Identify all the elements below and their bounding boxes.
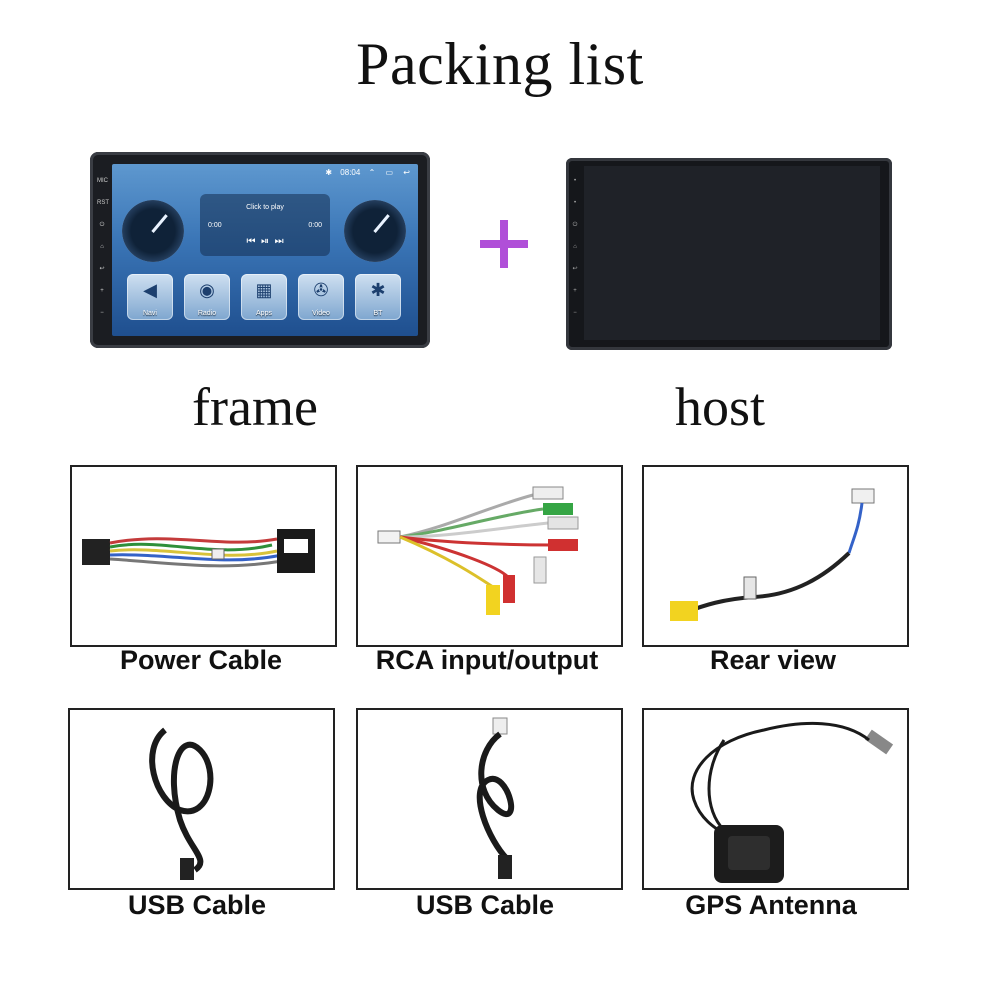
frame-label: frame: [192, 377, 318, 437]
gps-antenna-icon: [690, 722, 894, 883]
usb-cable-icon: [149, 727, 214, 880]
rca-cable-image: [356, 465, 623, 647]
usb-cable-icon: [476, 717, 515, 879]
item-label-rca: RCA input/output: [375, 645, 599, 675]
host-device-image: ••⏻⌂↩+−: [566, 158, 892, 350]
player-prompt: Click to play: [246, 204, 284, 211]
player-time-left: 0:00: [208, 222, 222, 229]
app-label: Apps: [256, 310, 272, 317]
power-cable-harness-icon: [82, 529, 315, 573]
gps-antenna-image: [642, 708, 909, 890]
app-label: BT: [373, 310, 383, 317]
usb-cable-image-2: [356, 708, 623, 890]
next-icon: ⏭: [274, 236, 284, 247]
rear-view-camera-cable-icon: [670, 488, 875, 621]
player-time-right: 0:00: [308, 222, 322, 229]
volume-up-icon: +: [100, 288, 104, 294]
status-bar: ✱ 08:04 ⌃ ▭ ↩: [325, 168, 410, 177]
item-label-rear-view: Rear view: [709, 645, 837, 675]
power-cable-image: [70, 465, 337, 647]
navigation-icon: ◀: [143, 280, 157, 300]
recent-apps-icon: ▭: [385, 168, 394, 177]
bluetooth-status-icon: ✱: [325, 168, 333, 177]
app-label: Navi: [142, 310, 157, 317]
host-screen: [584, 166, 880, 340]
app-apps: ▦ Apps: [241, 274, 287, 320]
apps-grid-icon: ▦: [255, 280, 273, 300]
app-label: Radio: [197, 310, 217, 317]
play-icon: ⏯: [261, 236, 269, 247]
clock-gauge-icon: [344, 200, 406, 262]
frame-device-image: MIC RST ⏻ ⌂ ↩ + − ✱ 08:04 ⌃ ▭ ↩ Click to…: [90, 152, 430, 348]
power-icon: ⏻: [99, 222, 105, 228]
frame-screen: ✱ 08:04 ⌃ ▭ ↩ Click to play 0:00 0:00 ⏮ …: [112, 164, 418, 336]
mic-label: MIC: [97, 178, 108, 184]
app-navi: ◀ Navi: [127, 274, 173, 320]
back-icon: ↩: [99, 266, 105, 272]
back-nav-icon: ↩: [403, 168, 410, 177]
app-label: Video: [312, 310, 330, 317]
host-label: host: [674, 377, 766, 437]
item-label-usb-2: USB Cable: [415, 890, 555, 920]
previous-icon: ⏮: [246, 236, 256, 247]
radio-icon: ◉: [199, 280, 215, 300]
host-side-buttons: ••⏻⌂↩+−: [572, 178, 578, 316]
rear-view-cable-image: [642, 465, 909, 647]
item-label-power-cable: Power Cable: [119, 645, 283, 675]
app-bt: ✱ BT: [355, 274, 401, 320]
volume-down-icon: −: [100, 310, 104, 316]
player-controls: ⏮ ⏯ ⏭: [200, 236, 330, 247]
rst-label: RST: [97, 200, 109, 206]
item-label-usb-1: USB Cable: [127, 890, 267, 920]
rca-cable-icon: [377, 486, 579, 615]
home-icon: ⌂: [100, 244, 104, 250]
page-title: Packing list: [356, 31, 644, 97]
usb-cable-image-1: [68, 708, 335, 890]
clock: 08:04: [340, 168, 361, 177]
video-reel-icon: ✇: [313, 280, 329, 300]
bluetooth-icon: ✱: [370, 280, 386, 300]
item-label-gps: GPS Antenna: [685, 890, 857, 920]
app-video: ✇ Video: [298, 274, 344, 320]
expand-icon: ⌃: [368, 168, 376, 177]
plus-icon: [478, 218, 530, 270]
frame-side-buttons: MIC RST ⏻ ⌂ ↩ + −: [97, 170, 109, 330]
music-player-widget: Click to play 0:00 0:00 ⏮ ⏯ ⏭: [200, 194, 330, 256]
app-radio: ◉ Radio: [184, 274, 230, 320]
speedometer-gauge-icon: [122, 200, 184, 262]
